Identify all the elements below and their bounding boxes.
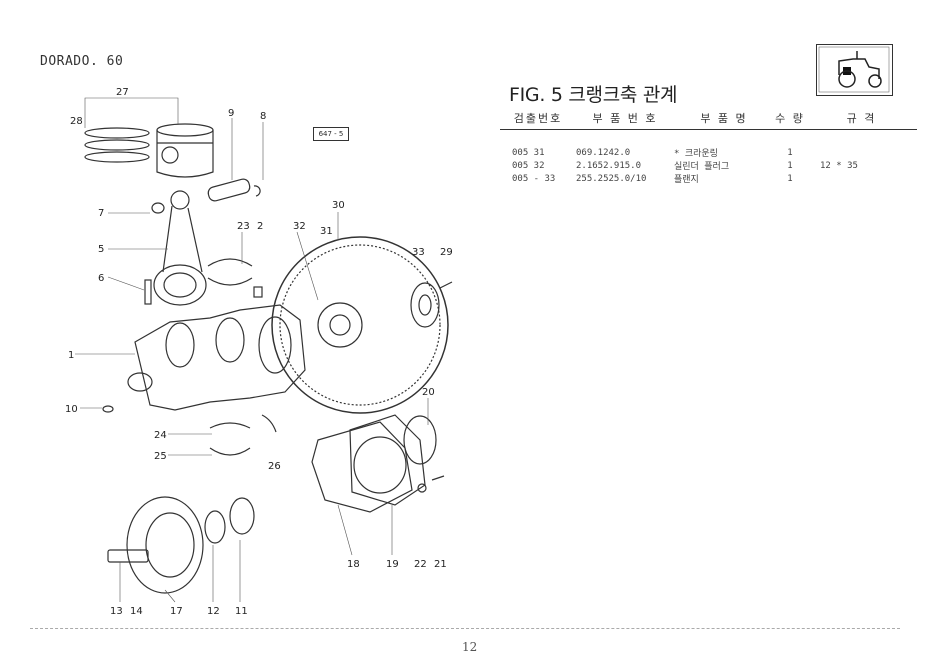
- cell-qty: 1: [787, 173, 793, 184]
- callout-28: 28: [70, 116, 83, 127]
- flange-drawing: [410, 281, 453, 328]
- flywheel-drawing: [271, 236, 449, 414]
- cell-qty: 1: [787, 147, 793, 158]
- callout-32: 32: [293, 221, 306, 232]
- connecting-rod-drawing: [144, 190, 207, 306]
- callout-31: 31: [320, 226, 333, 237]
- cell-qty: 1: [787, 160, 793, 171]
- callout-5: 5: [98, 244, 104, 255]
- callout-20: 20: [422, 387, 435, 398]
- figure-title: FIG. 5 크랭크축 관계: [509, 84, 678, 106]
- cell-name: 플랜지: [674, 175, 699, 185]
- pulley-drawing: [107, 496, 255, 594]
- page-number: 12: [462, 640, 478, 654]
- callout-27: 27: [116, 87, 129, 98]
- callout-17: 17: [170, 606, 183, 617]
- crankshaft-drawing: [102, 304, 306, 413]
- column-header: 부 품 번 호: [576, 110, 674, 130]
- diagram-reference: 647 - 5: [313, 127, 349, 141]
- callout-19: 19: [386, 559, 399, 570]
- callout-1: 1: [68, 350, 74, 361]
- callout-11: 11: [235, 606, 248, 617]
- cell-name: * 크라운링: [674, 149, 718, 159]
- callout-13: 13: [110, 606, 123, 617]
- callout-14: 14: [130, 606, 143, 617]
- cell-no: 005 31: [512, 147, 545, 158]
- model-name: DORADO. 60: [40, 54, 124, 69]
- column-header: 검출번호: [500, 110, 576, 130]
- table-row: 005 32 2.1652.915.0 실린더 플러그 1 12 * 35: [500, 159, 917, 173]
- callout-6: 6: [98, 273, 104, 284]
- callout-9: 9: [228, 108, 234, 119]
- piston-drawing: [156, 123, 214, 178]
- column-header: 수 량: [774, 110, 806, 130]
- column-header: 규 격: [806, 110, 917, 130]
- bottom-rule: [30, 628, 900, 629]
- callout-24: 24: [154, 430, 167, 441]
- rear-housing-drawing: [311, 414, 445, 513]
- cell-spec: 12 * 35: [820, 160, 858, 171]
- cell-name: 실린더 플러그: [674, 162, 730, 172]
- callout-26: 26: [268, 461, 281, 472]
- piston-rings-drawing: [84, 127, 150, 163]
- piston-pin-drawing: [207, 178, 261, 202]
- callout-22: 22: [414, 559, 427, 570]
- cell-part-number: 069.1242.0: [576, 147, 631, 158]
- callout-25: 25: [154, 451, 167, 462]
- callout-33: 33: [412, 247, 425, 258]
- callout-18: 18: [347, 559, 360, 570]
- table-row: 005 - 33 255.2525.0/10 플랜지 1: [500, 172, 917, 186]
- callout-29: 29: [440, 247, 453, 258]
- callout-2: 2: [257, 221, 263, 232]
- callout-10: 10: [65, 404, 78, 415]
- callout-12: 12: [207, 606, 220, 617]
- column-header: 부 품 명: [674, 110, 774, 130]
- callout-30: 30: [332, 200, 345, 211]
- table-header-row: 검출번호 부 품 번 호 부 품 명 수 량 규 격: [500, 110, 917, 130]
- bearing-shells-drawing: [207, 258, 277, 456]
- cell-part-number: 255.2525.0/10: [576, 173, 647, 184]
- callout-21: 21: [434, 559, 447, 570]
- callout-23: 23: [237, 221, 250, 232]
- cell-no: 005 - 33: [512, 173, 556, 184]
- cell-no: 005 32: [512, 160, 545, 171]
- callout-7: 7: [98, 208, 104, 219]
- parts-table: 검출번호 부 품 번 호 부 품 명 수 량 규 격 005 31 069.12…: [500, 110, 917, 185]
- cell-part-number: 2.1652.915.0: [576, 160, 642, 171]
- table-row: 005 31 069.1242.0 * 크라운링 1: [500, 130, 917, 160]
- callout-8: 8: [260, 111, 266, 122]
- tractor-icon: [816, 44, 893, 96]
